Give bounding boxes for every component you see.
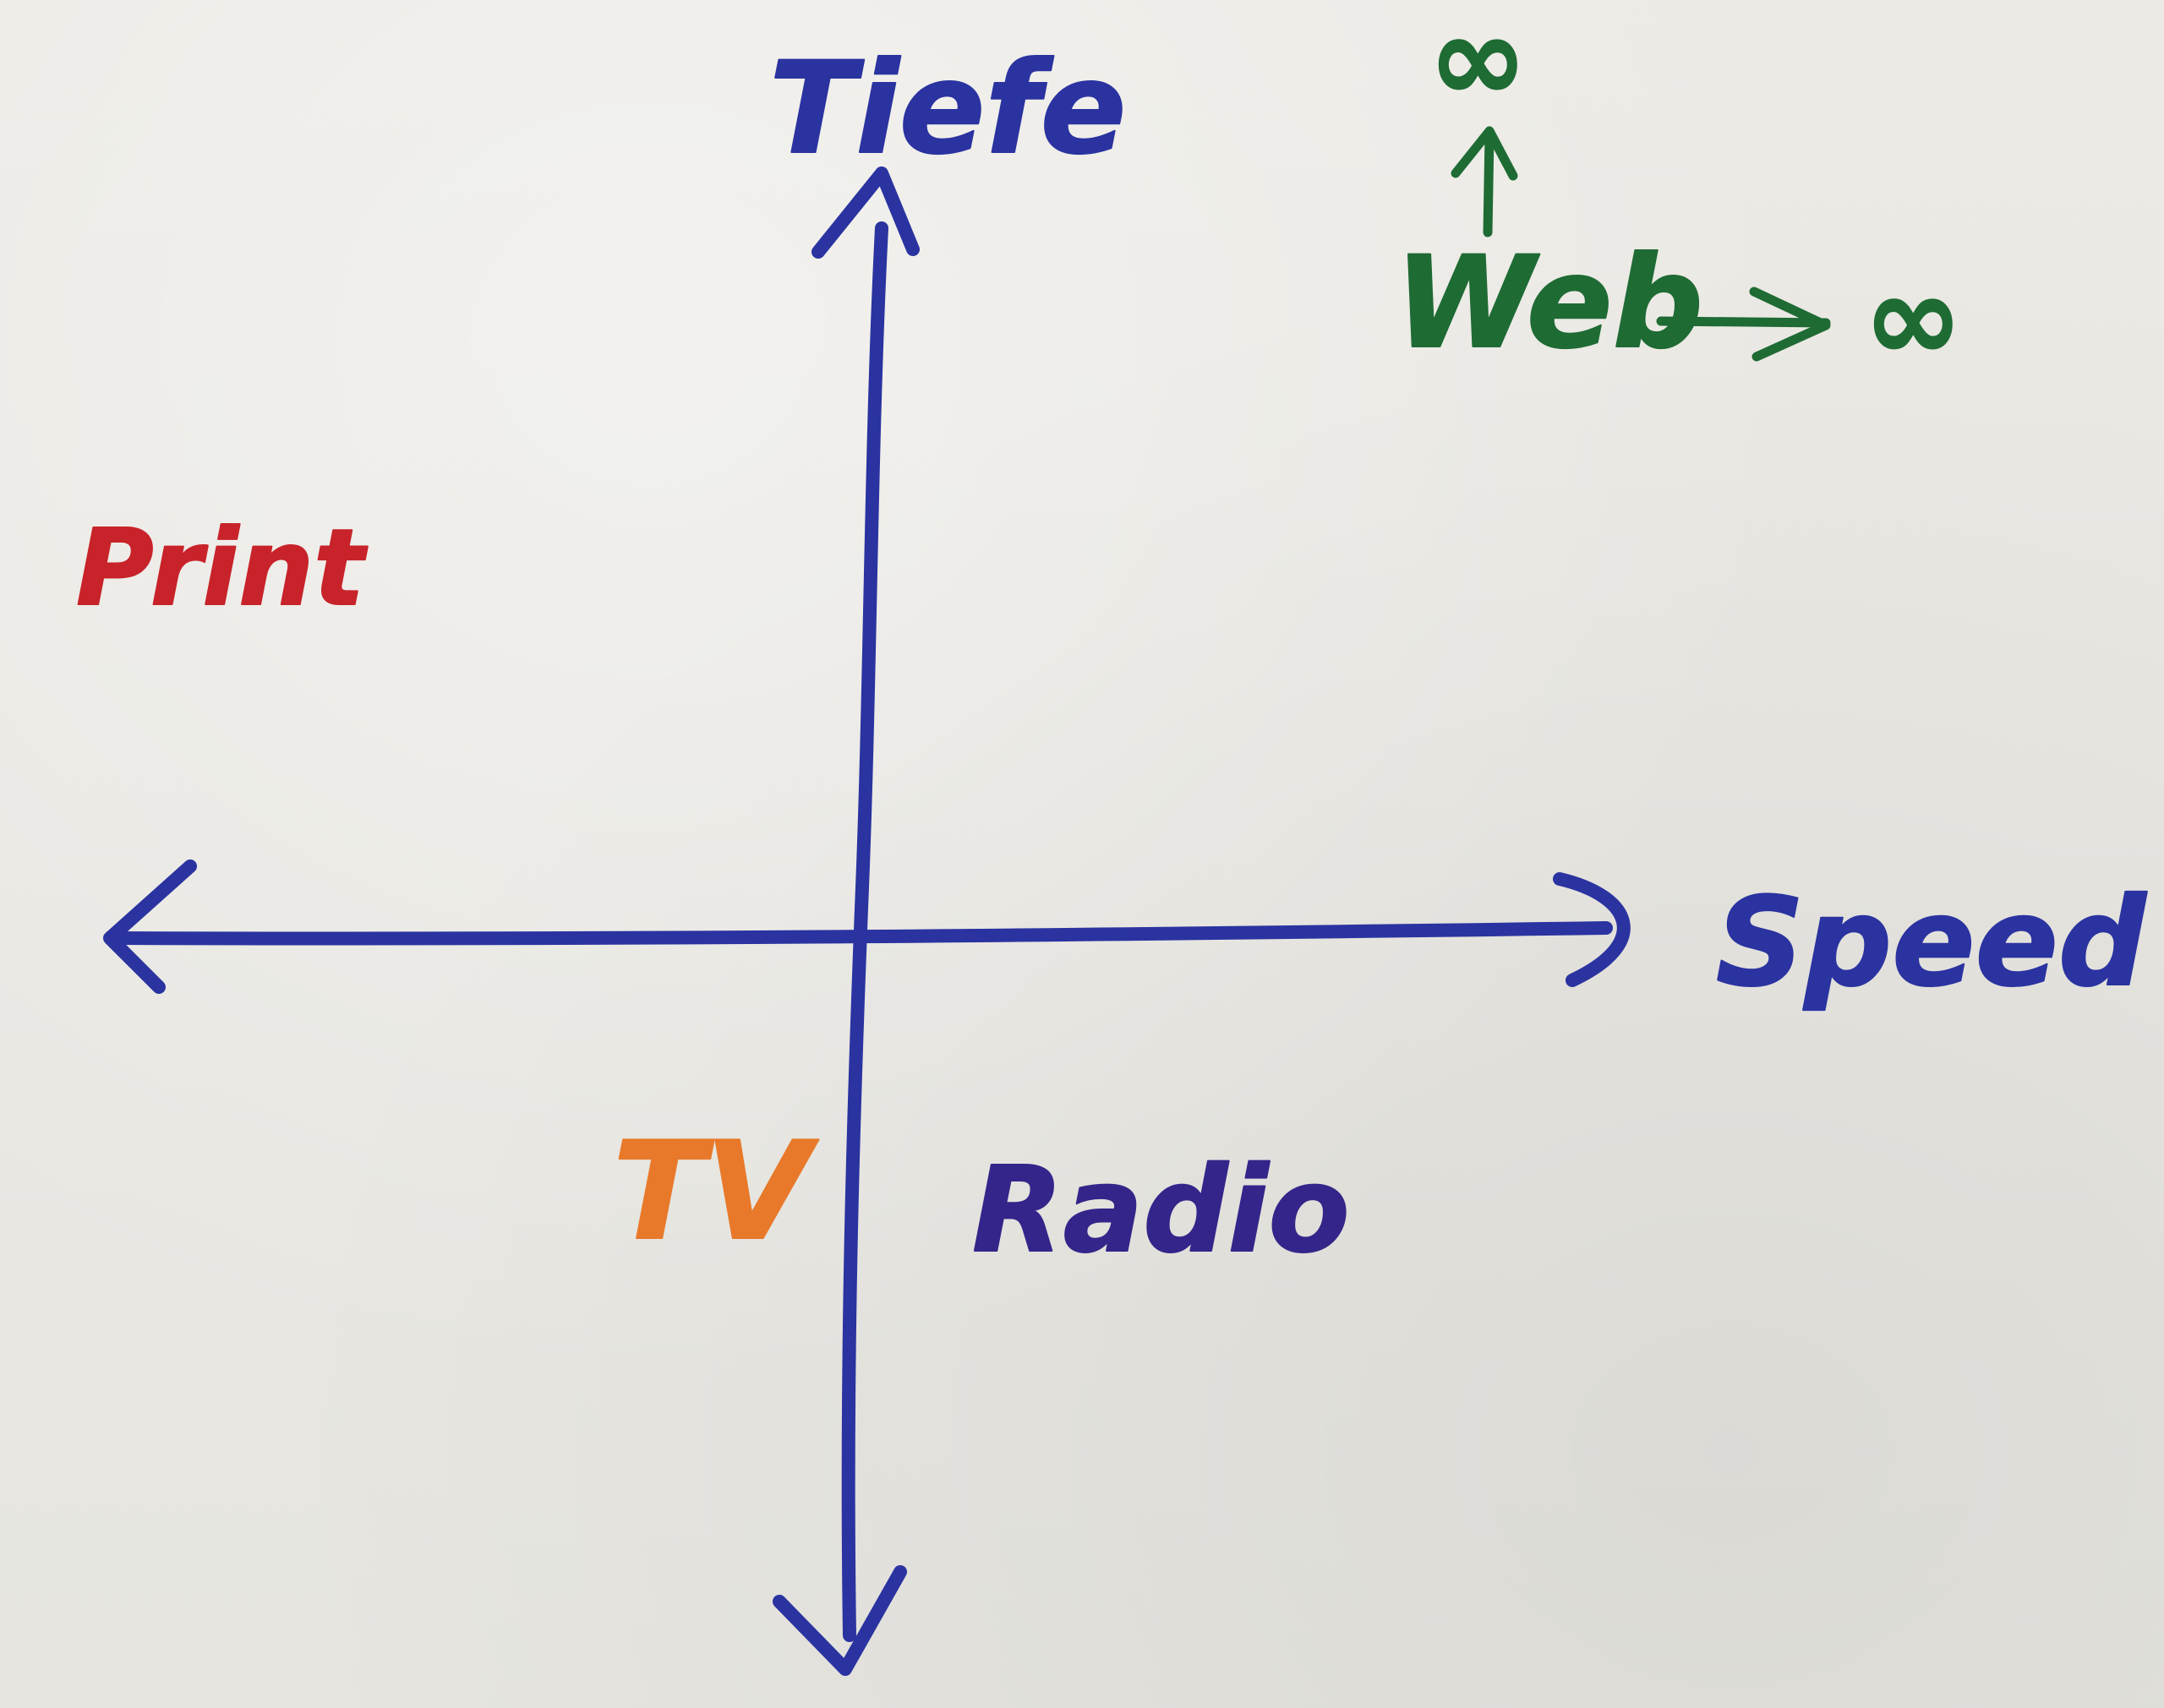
radio-label: Radio xyxy=(972,1142,1350,1280)
horizontal-axis-line xyxy=(107,921,1613,946)
vertical-axis-arrow-up xyxy=(812,166,920,259)
infinity-top: ∞ xyxy=(1429,0,1527,128)
web-group: Web ∞ ∞ xyxy=(1394,0,1964,389)
vertical-axis-label: Tiefe xyxy=(769,35,1126,183)
tv-label: TV xyxy=(613,1112,819,1270)
infinity-right: ∞ xyxy=(1864,250,1963,388)
web-arrow-up xyxy=(1451,126,1518,237)
horizontal-axis-arrow-left xyxy=(103,859,197,994)
horizontal-axis-label: Speed xyxy=(1716,871,2147,1014)
vertical-axis xyxy=(773,166,920,1676)
web-label: Web xyxy=(1395,230,1703,377)
vertical-axis-arrow-down xyxy=(773,1565,907,1676)
web-arrow-right xyxy=(1656,286,1831,362)
print-label: Print xyxy=(76,507,368,630)
horizontal-axis xyxy=(103,859,1631,994)
horizontal-axis-arrow-right xyxy=(1553,872,1631,987)
vertical-axis-line xyxy=(841,221,888,1642)
